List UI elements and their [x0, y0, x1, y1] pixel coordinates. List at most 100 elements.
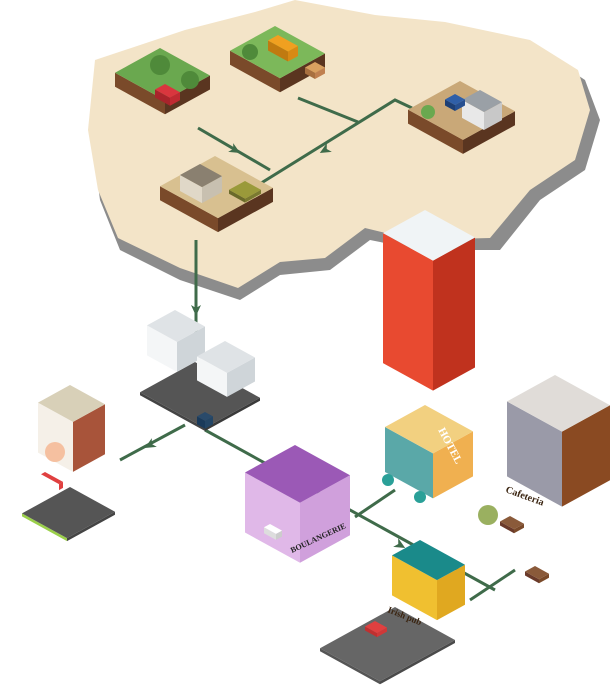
tractor-icon-top: [155, 84, 180, 98]
ac-unit-icon-top: [264, 524, 282, 534]
truck-icon-top: [197, 412, 213, 421]
warehouse-lot-top: [140, 362, 260, 428]
region-map-land: [88, 0, 590, 288]
cafeteria: [478, 375, 610, 584]
ice-cream-shop: [22, 385, 115, 542]
shrub-icon: [382, 474, 394, 486]
cafe-table-icon-right: [539, 573, 549, 584]
boulangerie-building-right: [300, 475, 350, 563]
barn-tile: [408, 81, 515, 154]
warehouse-building-b-left: [197, 356, 227, 397]
awning-icon-right: [59, 481, 63, 491]
route-cafeteria-to-pub: [469, 568, 516, 602]
barn-icon-right: [484, 102, 502, 130]
cafe-table-icon-right: [514, 523, 524, 534]
arrow-icon: [191, 305, 201, 316]
shrub-icon: [414, 491, 426, 503]
tree-icon: [478, 505, 498, 525]
crop-field-icon-top: [229, 181, 261, 199]
warehouse-building-a-left: [147, 325, 177, 372]
solar-icon-left: [445, 99, 455, 111]
cafe-table-icon-top: [500, 516, 524, 530]
farmhouse-icon-left: [180, 175, 202, 204]
warehouse-building-b-right: [227, 357, 255, 397]
barn-icon-top: [462, 90, 502, 112]
crates-icon-left: [305, 67, 315, 79]
pub-building-left: [392, 555, 437, 621]
crop-field-icon-right: [245, 189, 261, 203]
warehouse-lot-left: [140, 392, 205, 431]
warehouse-building-b-top: [197, 341, 255, 373]
arrow-icon: [228, 143, 241, 153]
tree-icon: [421, 105, 435, 119]
hotel-lobby-left: [385, 427, 433, 499]
ice-cream-building-right: [73, 404, 105, 472]
hotel-lobby-top: [385, 405, 473, 454]
crates-icon-top: [305, 62, 325, 73]
processing-plant-tile: [160, 156, 273, 233]
pub-table-icon-left: [365, 626, 377, 638]
ice-cream-building-top: [38, 385, 105, 422]
boulangerie-building-left: [245, 472, 300, 563]
crates-icon-right: [315, 67, 325, 79]
plant-base-right: [218, 187, 273, 233]
tractor-icon-left: [155, 89, 170, 106]
truck-icon-right: [205, 416, 213, 429]
awning-icon-top: [41, 472, 63, 485]
shop-lot-top: [22, 487, 115, 539]
hotel: [382, 210, 475, 503]
solar-icon-right: [455, 99, 465, 111]
tree-icon: [181, 71, 199, 89]
region-map: [88, 0, 600, 300]
cafeteria-building-top: [507, 375, 610, 432]
plant-base-left: [160, 186, 218, 233]
hotel-tower-right: [433, 237, 475, 391]
farmhouse-icon-right: [202, 176, 222, 204]
barn-base-left: [408, 109, 463, 154]
ice-cream-sign-icon: [45, 442, 65, 462]
barn-icon-left: [462, 99, 484, 130]
arrow-icon: [144, 438, 157, 448]
truck-icon-left: [268, 40, 288, 62]
truck-icon-left: [197, 416, 205, 429]
hotel-tower-top: [383, 210, 475, 261]
pub-lot-top: [320, 607, 455, 682]
pub-table-icon-right: [377, 627, 387, 638]
warehouse: [140, 310, 260, 431]
arrow-icon: [393, 538, 406, 548]
pub-building-right: [437, 564, 465, 621]
tree-icon: [150, 55, 170, 75]
cafeteria-building-right: [562, 405, 610, 507]
cafe-table-icon-left: [500, 521, 514, 534]
bakery: [245, 445, 350, 563]
hotel-lobby-right: [433, 431, 473, 499]
truck-icon-right: [288, 46, 298, 62]
boulangerie-building-top: [245, 445, 350, 503]
warehouse-building-a-top: [147, 310, 205, 342]
cafe-table-icon-left: [525, 571, 539, 584]
warehouse-building-a-right: [177, 326, 205, 372]
route-warehouse-to-icecream: [119, 423, 186, 462]
shop-lot-right: [67, 511, 115, 542]
hotel-tower-left: [383, 233, 433, 391]
pub-table-icon-top: [365, 621, 387, 634]
warehouse-lot-right: [205, 397, 260, 431]
pub-building-top: [392, 540, 465, 581]
orchard-base-left: [115, 72, 165, 115]
orchard-tile: [115, 48, 210, 115]
route-field-to-hub: [297, 96, 359, 124]
route-hotel-to-boulangerie: [354, 488, 396, 519]
cafe-table-icon-top: [525, 566, 549, 580]
field-tile: [230, 26, 325, 93]
crop-field-icon-left: [229, 189, 245, 203]
orchard-base-right: [165, 75, 210, 115]
tree-icon: [242, 44, 258, 60]
arrow-icon: [319, 143, 332, 153]
awning-icon-left: [41, 474, 59, 491]
pub-lot-right: [380, 640, 455, 685]
truck-icon-top: [268, 35, 298, 52]
ac-unit-icon-left: [264, 527, 276, 540]
field-base-left: [230, 50, 280, 93]
barn-base-right: [463, 111, 515, 154]
